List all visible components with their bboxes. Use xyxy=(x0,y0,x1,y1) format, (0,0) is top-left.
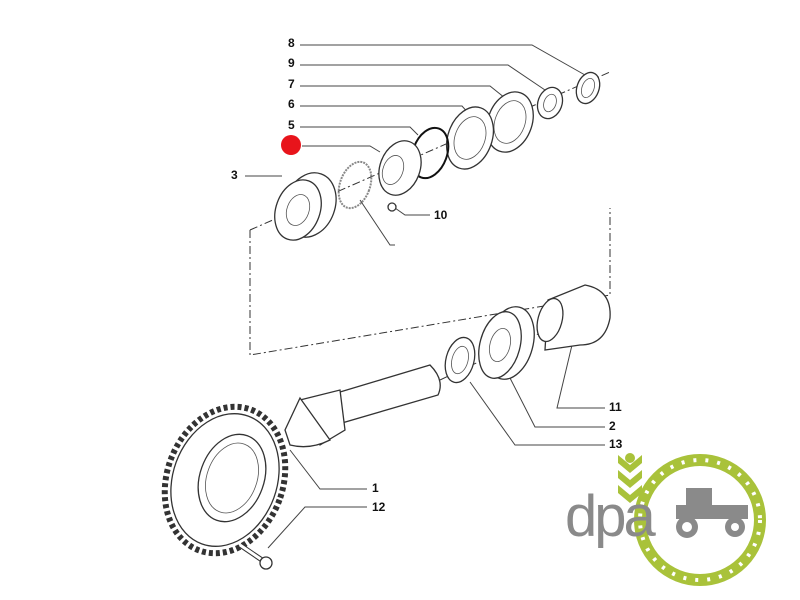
callout-5: 5 xyxy=(288,118,295,132)
tractor-icon xyxy=(676,488,748,538)
highlight-dot[interactable] xyxy=(281,135,301,155)
shim xyxy=(337,160,373,210)
callout-11: 11 xyxy=(609,400,622,414)
callout-3: 3 xyxy=(231,168,238,182)
nut-9 xyxy=(536,86,564,120)
wheat-icon xyxy=(618,453,642,503)
callout-12: 12 xyxy=(372,500,386,514)
ball-10 xyxy=(387,202,397,212)
logo-text: dpa xyxy=(565,484,657,549)
bolt-12 xyxy=(238,542,273,570)
collar-highlighted xyxy=(378,140,422,196)
callout-6: 6 xyxy=(288,97,295,111)
seal-6 xyxy=(445,106,495,170)
shim-13 xyxy=(444,336,476,384)
callout-9: 9 xyxy=(288,56,295,70)
bearing-3 xyxy=(274,172,337,241)
circlip-8 xyxy=(575,71,601,105)
callout-13: 13 xyxy=(609,437,623,451)
pinion-shaft xyxy=(284,364,441,448)
callout-1: 1 xyxy=(372,481,379,495)
callout-7: 7 xyxy=(288,77,295,91)
crown-wheel-1 xyxy=(161,403,289,557)
callout-8: 8 xyxy=(288,36,295,50)
sleeve-11 xyxy=(536,284,611,351)
dpa-logo: dpa xyxy=(565,453,766,586)
callout-2: 2 xyxy=(609,419,616,433)
callout-10: 10 xyxy=(434,208,448,222)
leader-lines xyxy=(245,44,605,549)
bearing-2 xyxy=(478,306,535,380)
